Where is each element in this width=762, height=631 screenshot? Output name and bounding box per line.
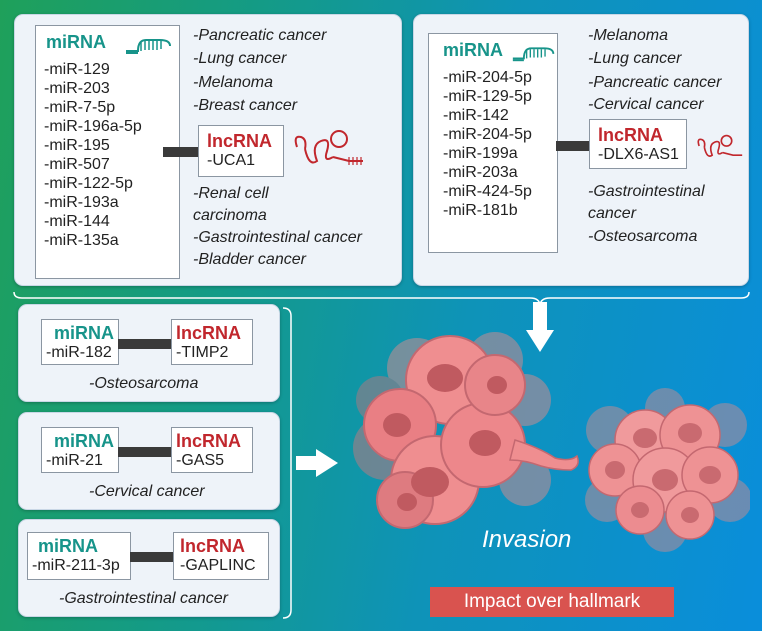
mirna-list-box: miRNA -miR-129 -miR-203 -miR-7-5p -miR-1… (35, 25, 180, 279)
mirna-box: miRNA -miR-21 (41, 427, 119, 473)
interaction-connector (130, 552, 175, 562)
mirna-name: -miR-182 (46, 344, 112, 361)
lncrna-name: -GAPLINC (180, 557, 256, 574)
lncrna-label: lncRNA (207, 131, 273, 151)
invasion-label: Invasion (482, 526, 572, 553)
lncrna-name: -TIMP2 (176, 344, 229, 361)
interaction-connector (118, 447, 172, 457)
hallmark-label: Impact over hallmark (463, 591, 641, 612)
tumor-invasion-illustration (353, 332, 750, 552)
mirna-item: -miR-204-5p (443, 126, 532, 143)
cancer-label: -Osteosarcoma (588, 228, 698, 245)
mirna-item: -miR-144 (44, 213, 110, 230)
cancer-label: cancer (588, 205, 637, 222)
mirna-label: miRNA (38, 536, 99, 556)
mirna-item: -miR-135a (44, 232, 119, 249)
mirna-item: -miR-7-5p (44, 99, 116, 116)
mirna-list: -miR-129 -miR-203 -miR-7-5p -miR-196a-5p… (44, 60, 142, 250)
mirna-label: miRNA (46, 32, 107, 52)
panel-gas5: miRNA -miR-21 lncRNA -GAS5 -Cervical can… (18, 412, 280, 510)
mirna-item: -miR-199a (443, 145, 518, 162)
cancer-label: -Cervical cancer (89, 483, 205, 500)
mirna-item: -miR-203 (44, 80, 110, 97)
cancer-label: -Lung cancer (588, 50, 682, 67)
panel-dlx6-as1: miRNA -miR-204-5p -miR-129-5p -miR-142 -… (413, 14, 749, 286)
mirna-item: -miR-142 (443, 107, 509, 124)
mirna-list: -miR-204-5p -miR-129-5p -miR-142 -miR-20… (443, 68, 532, 220)
cancer-label: -Bladder cancer (193, 251, 306, 268)
cancer-label: -Gastrointestinal cancer (193, 229, 362, 246)
cancer-label: -Pancreatic cancer (588, 74, 722, 91)
cancer-label: -Gastrointestinal cancer (59, 590, 228, 607)
cancer-label: -Osteosarcoma (89, 375, 199, 392)
mirna-item: -miR-203a (443, 164, 518, 181)
panel-gaplinc: miRNA -miR-211-3p lncRNA -GAPLINC -Gastr… (18, 519, 280, 617)
right-arrow-icon (296, 449, 338, 477)
interaction-connector (118, 339, 172, 349)
lncrna-box: lncRNA -TIMP2 (171, 319, 253, 365)
cancer-label: -Melanoma (588, 27, 669, 44)
mirna-item: -miR-195 (44, 137, 110, 154)
cancer-label: carcinoma (193, 207, 267, 224)
mirna-name: -miR-21 (46, 452, 103, 469)
lncrna-name: -GAS5 (176, 452, 225, 469)
mirna-item: -miR-129 (44, 61, 110, 78)
mirna-item: -miR-181b (443, 202, 518, 219)
interaction-connector (163, 147, 203, 157)
cancer-label: -Pancreatic cancer (193, 27, 327, 44)
mirna-item: -miR-129-5p (443, 88, 532, 105)
cancer-label: -Renal cell (193, 185, 269, 202)
cancer-label: -Lung cancer (193, 50, 287, 67)
lncrna-label: lncRNA (176, 431, 242, 451)
mirna-item: -miR-196a-5p (44, 118, 142, 135)
mirna-label: miRNA (443, 40, 504, 60)
cancer-label: -Breast cancer (193, 97, 298, 114)
mirna-label: miRNA (54, 323, 115, 343)
mirna-hairpin-icon (512, 47, 555, 62)
lncrna-name: -UCA1 (207, 152, 256, 169)
mirna-list-box: miRNA -miR-204-5p -miR-129-5p -miR-142 -… (428, 33, 558, 253)
lncrna-box: lncRNA -DLX6-AS1 (589, 119, 687, 169)
left-bracket-line (282, 307, 292, 619)
mirna-item: -miR-204-5p (443, 69, 532, 86)
mirna-item: -miR-507 (44, 156, 110, 173)
lncrna-hairpin-icon (294, 130, 363, 165)
down-arrow-icon (526, 302, 554, 352)
lncrna-box: lncRNA -GAS5 (171, 427, 253, 473)
mirna-label: miRNA (54, 431, 115, 451)
mirna-box: miRNA -miR-211-3p (27, 532, 131, 580)
lncrna-box: lncRNA -UCA1 (198, 125, 284, 177)
mirna-item: -miR-193a (44, 194, 119, 211)
lncrna-label: lncRNA (176, 323, 242, 343)
cancer-label: -Melanoma (193, 74, 274, 91)
mirna-box: miRNA -miR-182 (41, 319, 119, 365)
cancer-label: -Gastrointestinal (588, 183, 705, 200)
mirna-hairpin-icon (126, 39, 171, 54)
hallmark-banner: Impact over hallmark (430, 587, 674, 617)
lncrna-name: -DLX6-AS1 (598, 146, 679, 163)
lncrna-box: lncRNA -GAPLINC (173, 532, 269, 580)
lncrna-label: lncRNA (598, 125, 664, 145)
mirna-item: -miR-122-5p (44, 175, 133, 192)
panel-timp2: miRNA -miR-182 lncRNA -TIMP2 -Osteosarco… (18, 304, 280, 402)
mirna-item: -miR-424-5p (443, 183, 532, 200)
interaction-connector (556, 141, 592, 151)
lncrna-hairpin-icon (697, 134, 743, 157)
mirna-name: -miR-211-3p (32, 557, 120, 574)
panel-uca1: miRNA -miR-129 -miR-203 -miR-7-5p -miR-1… (14, 14, 402, 286)
cancer-label: -Cervical cancer (588, 96, 704, 113)
lncrna-label: lncRNA (180, 536, 246, 556)
